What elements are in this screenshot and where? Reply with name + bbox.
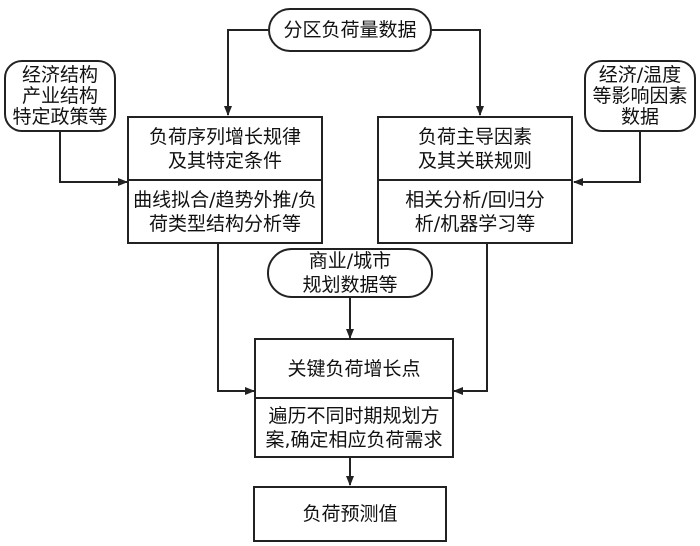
growth-rules-block: 负荷序列增长规律 及其特定条件 曲线拟合/趋势外推/负 荷类型结构分析等 xyxy=(127,116,323,244)
growth-methods-label: 曲线拟合/趋势外推/负 荷类型结构分析等 xyxy=(133,188,317,235)
economy-weather-label: 经济/温度 等影响因素 数据 xyxy=(592,63,688,128)
factor-methods-cell: 相关分析/回归分 析/机器学习等 xyxy=(379,179,571,242)
factor-methods-label: 相关分析/回归分 析/机器学习等 xyxy=(405,188,545,235)
traverse-plans-label: 遍历不同时期规划方 案,确定相应负荷需求 xyxy=(265,404,443,451)
economy-industry-policy-label: 经济结构 产业结构 特定政策等 xyxy=(12,63,108,128)
economy-industry-policy-box: 经济结构 产业结构 特定政策等 xyxy=(4,60,116,132)
commercial-urban-label: 商业/城市 规划数据等 xyxy=(302,250,398,296)
zone-load-data-box: 分区负荷量数据 xyxy=(268,8,432,52)
load-forecast-label: 负荷预测值 xyxy=(302,503,398,525)
dominant-factors-cell: 负荷主导因素 及其关联规则 xyxy=(379,118,571,179)
arrow-zone-to-factors xyxy=(432,29,484,116)
growth-rules-cell: 负荷序列增长规律 及其特定条件 xyxy=(129,118,321,179)
commercial-urban-box: 商业/城市 规划数据等 xyxy=(267,248,433,298)
key-growth-points-cell: 关键负荷增长点 xyxy=(256,340,452,397)
arrow-factors-to-key xyxy=(453,243,488,395)
traverse-plans-cell: 遍历不同时期规划方 案,确定相应负荷需求 xyxy=(256,397,452,456)
growth-methods-cell: 曲线拟合/趋势外推/负 荷类型结构分析等 xyxy=(129,179,321,242)
load-forecast-box: 负荷预测值 xyxy=(253,486,447,542)
economy-weather-box: 经济/温度 等影响因素 数据 xyxy=(584,60,696,132)
arrow-growth-to-key xyxy=(217,243,255,395)
key-growth-points-label: 关键负荷增长点 xyxy=(287,357,421,380)
zone-load-data-label: 分区负荷量数据 xyxy=(283,19,417,41)
growth-rules-label: 负荷序列增长规律 及其特定条件 xyxy=(148,125,301,172)
dominant-factors-label: 负荷主导因素 及其关联规则 xyxy=(417,125,532,172)
arrow-weather-to-factors xyxy=(573,130,641,186)
key-growth-block: 关键负荷增长点 遍历不同时期规划方 案,确定相应负荷需求 xyxy=(254,338,454,458)
arrow-zone-to-growth xyxy=(224,29,268,116)
arrow-policy-to-growth xyxy=(59,130,128,186)
dominant-factors-block: 负荷主导因素 及其关联规则 相关分析/回归分 析/机器学习等 xyxy=(377,116,573,244)
